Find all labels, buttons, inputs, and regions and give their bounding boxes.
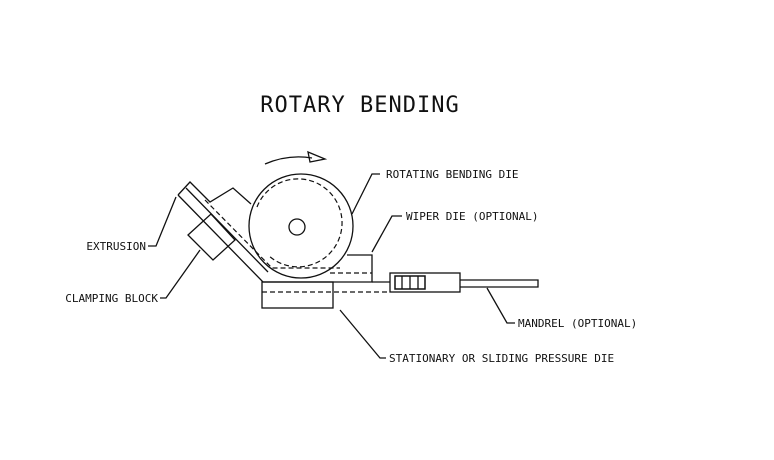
rotation-arrow: [264, 150, 328, 165]
clamping-block: [187, 213, 236, 261]
label-clamping-block: CLAMPING BLOCK: [65, 292, 158, 305]
rotating-bending-die: [248, 173, 354, 279]
label-extrusion: EXTRUSION: [86, 240, 146, 253]
label-mandrel: MANDREL (OPTIONAL): [518, 317, 637, 330]
die-hub: [288, 218, 306, 236]
label-wiper-die: WIPER DIE (OPTIONAL): [406, 210, 538, 223]
extrusion: [177, 181, 340, 283]
pressure-die: [261, 281, 390, 309]
label-pressure-die: STATIONARY OR SLIDING PRESSURE DIE: [389, 352, 614, 365]
leader-lines: [148, 173, 515, 359]
diagram-title: ROTARY BENDING: [260, 93, 459, 118]
label-rotating-bending-die: ROTATING BENDING DIE: [386, 168, 518, 181]
mandrel: [372, 272, 539, 293]
wiper-die: [330, 254, 373, 283]
